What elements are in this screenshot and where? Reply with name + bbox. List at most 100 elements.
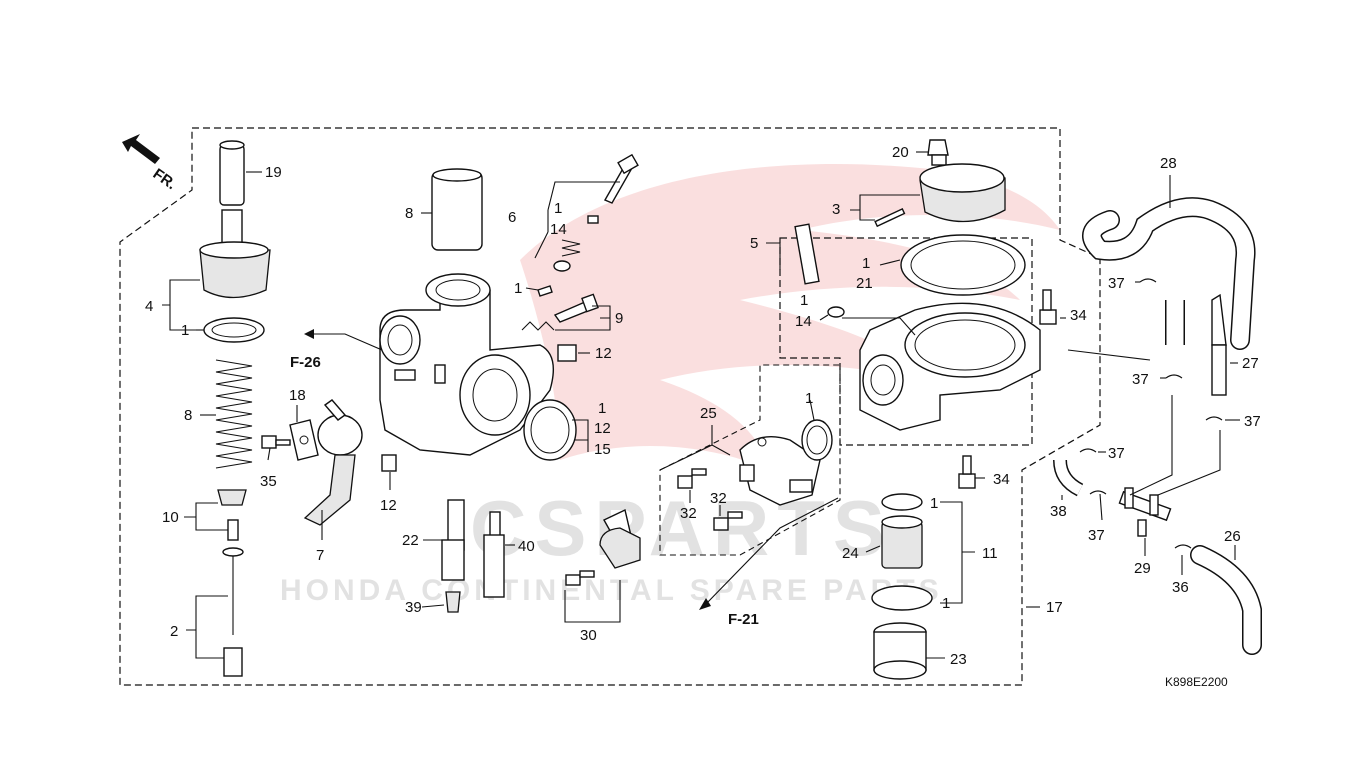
- label-37-d: 37: [1108, 445, 1125, 462]
- leader-lines: [162, 151, 1240, 659]
- label-36: 36: [1172, 579, 1189, 596]
- label-32-a: 32: [680, 505, 697, 522]
- label-11: 11: [982, 545, 998, 562]
- label-28: 28: [1160, 155, 1177, 172]
- part-7-lever: [303, 399, 363, 526]
- label-17: 17: [1046, 599, 1063, 616]
- part-4-slide: [199, 209, 271, 299]
- part-32-screws: [677, 468, 743, 531]
- label-1-valve: 1: [800, 292, 808, 309]
- label-15: 15: [594, 441, 611, 458]
- label-8-sleeve: 8: [405, 205, 413, 222]
- label-34-b: 34: [993, 471, 1010, 488]
- part-21-gasket: [900, 234, 1026, 296]
- watermark: CSPARTS HONDA CONTINENTAL SPARE PARTS: [280, 164, 1060, 607]
- label-1-filter-top: 1: [930, 495, 938, 512]
- part-35-screw: [261, 435, 291, 449]
- label-35: 35: [260, 473, 277, 490]
- label-14-pilot: 14: [550, 221, 567, 238]
- part-3-float: [874, 163, 1006, 228]
- part-12-clip: [381, 454, 397, 472]
- part-27-vent-tube: [1211, 293, 1227, 396]
- label-1-float: 1: [862, 255, 870, 272]
- label-25: 25: [700, 405, 717, 422]
- label-1-small: 1: [514, 280, 522, 297]
- label-12-gasket: 12: [594, 420, 611, 437]
- part-37-clips: [1079, 278, 1223, 495]
- part-18-bracket: [289, 419, 319, 461]
- label-22: 22: [402, 532, 419, 549]
- label-12-clip-b: 12: [595, 345, 612, 362]
- label-23: 23: [950, 651, 967, 668]
- part-1-o-ring: [203, 317, 265, 343]
- part-23-drain-cup: [873, 622, 927, 680]
- label-40: 40: [518, 538, 535, 555]
- part-labels: 19 8 4 1 8 18 35 10 7 2 39 22 40 12 12 6…: [145, 144, 1261, 689]
- label-1-pilot: 1: [554, 200, 562, 217]
- part-12-gasket: [523, 399, 577, 461]
- part-20-valve-tip: [927, 139, 949, 166]
- part-14-washer: [794, 223, 845, 318]
- part-30-thermo-valve: [565, 508, 641, 586]
- part-36-clip: [1174, 544, 1192, 549]
- part-9-throttle-stop-screw: [521, 293, 599, 331]
- assembly-outline: [119, 127, 1101, 686]
- label-37-a: 37: [1108, 275, 1125, 292]
- watermark-wing-logo: [520, 164, 1060, 470]
- label-8-spring: 8: [184, 407, 192, 424]
- part-8-spring: [215, 359, 253, 469]
- part-12-clip-b: [557, 344, 577, 362]
- label-37-e: 37: [1088, 527, 1105, 544]
- label-32-b: 32: [710, 490, 727, 507]
- label-2: 2: [170, 623, 178, 640]
- label-30: 30: [580, 627, 597, 644]
- front-direction-indicator: FR.: [122, 134, 179, 193]
- label-1-oring: 1: [181, 322, 189, 339]
- part-6-pilot-screw: [537, 153, 639, 297]
- label-34-a: 34: [1070, 307, 1087, 324]
- part-25-cover: [739, 436, 821, 506]
- label-27: 27: [1242, 355, 1259, 372]
- float-chamber-body: [859, 302, 1041, 431]
- label-12-clip: 12: [380, 497, 397, 514]
- label-6: 6: [508, 209, 516, 226]
- label-7: 7: [316, 547, 324, 564]
- watermark-brand: CSPARTS: [470, 484, 893, 572]
- arrow-up-left-icon: [122, 134, 160, 164]
- part-29-tee-joint: [1118, 487, 1172, 537]
- part-22-main-jet: [441, 499, 465, 613]
- reference-f26-label: F-26: [290, 354, 321, 371]
- part-2-jet-needle: [222, 547, 244, 677]
- label-26: 26: [1224, 528, 1241, 545]
- label-1-filter-bottom: 1: [942, 595, 950, 612]
- reference-f21: F-21: [699, 497, 839, 628]
- label-38: 38: [1050, 503, 1067, 520]
- part-1-seal-ring: [801, 419, 833, 461]
- label-20: 20: [892, 144, 909, 161]
- part-34-screws: [958, 289, 1057, 489]
- part-26-hose: [1190, 545, 1262, 655]
- label-3: 3: [832, 201, 840, 218]
- part-38-tube: [1053, 459, 1084, 497]
- label-1-ring: 1: [805, 390, 813, 407]
- carburetor-body: [379, 168, 554, 456]
- reference-f21-label: F-21: [728, 611, 759, 628]
- label-24: 24: [842, 545, 859, 562]
- label-18: 18: [289, 387, 306, 404]
- part-40-slow-jet: [483, 511, 505, 598]
- part-19-cap: [219, 140, 245, 206]
- part-10-needle-holder: [217, 489, 247, 541]
- label-21: 21: [856, 275, 873, 292]
- arrow-left-icon: [304, 329, 314, 339]
- diagram-code: K898E2200: [1165, 675, 1228, 689]
- label-10: 10: [162, 509, 179, 526]
- label-37-c: 37: [1244, 413, 1261, 430]
- label-39: 39: [405, 599, 422, 616]
- label-9: 9: [615, 310, 623, 327]
- label-19: 19: [265, 164, 282, 181]
- part-11-filter-assembly: [871, 493, 933, 611]
- reference-f26: F-26: [290, 329, 383, 371]
- label-29: 29: [1134, 560, 1151, 577]
- part-28-hose: [1082, 197, 1256, 350]
- arrow-down-left-icon: [699, 598, 711, 610]
